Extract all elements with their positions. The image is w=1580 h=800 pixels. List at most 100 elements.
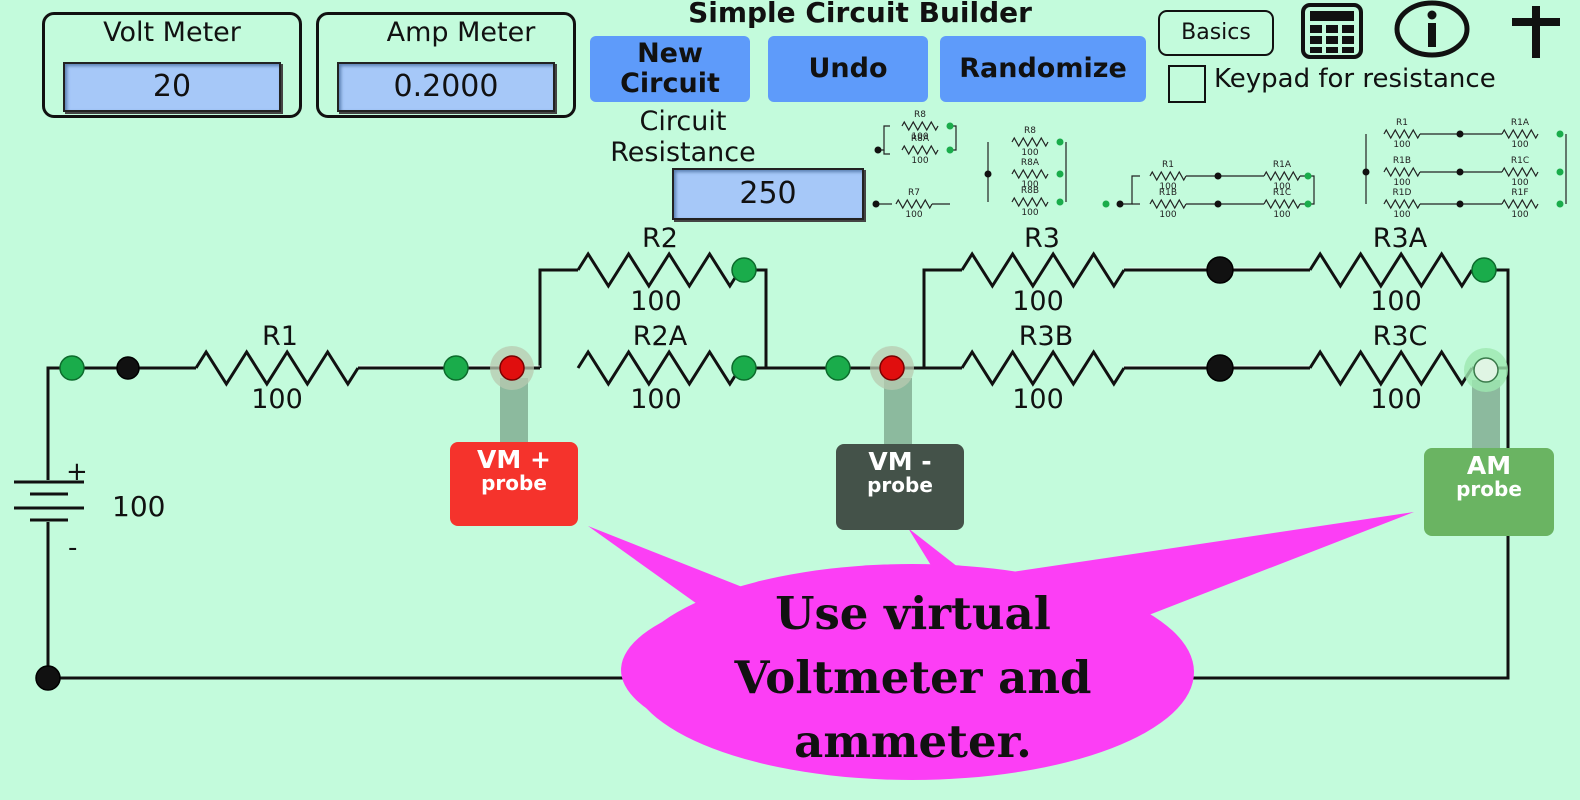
vm-plus-probe[interactable]: VM + probe (450, 442, 578, 526)
node-junction[interactable] (116, 356, 140, 380)
template-resistor-value: 100 (1021, 208, 1038, 218)
resistor-r1[interactable] (194, 349, 360, 387)
battery[interactable] (14, 480, 84, 522)
resistor-value-r3c[interactable]: 100 (1370, 384, 1422, 415)
template-palette: R8100R8A100R7100R8100R8A100R8B100R1100R1… (872, 110, 1567, 220)
template-resistor-value: 100 (1159, 182, 1176, 192)
vm-plus-probe-tip[interactable] (499, 355, 525, 381)
hint-text-line1: Use virtual (775, 587, 1051, 640)
hint-bubble-body (630, 564, 1194, 780)
resistor-r2[interactable] (576, 251, 742, 289)
new-circuit-button[interactable]: New Circuit (590, 36, 750, 102)
template-node (1362, 168, 1370, 176)
template-node (1116, 200, 1124, 208)
am-probe[interactable]: AM probe (1424, 448, 1554, 536)
template-resistor-value: 100 (1393, 210, 1410, 220)
randomize-button[interactable]: Randomize (940, 36, 1146, 102)
node-r2-junction[interactable] (825, 355, 851, 381)
node-junction[interactable] (1206, 354, 1234, 382)
node-battery-out[interactable] (59, 355, 85, 381)
calculator-keys (1310, 25, 1354, 53)
template-resistor-name: R1C (1273, 188, 1291, 198)
template-resistor-value: 100 (911, 156, 928, 166)
app-title: Simple Circuit Builder (688, 0, 1032, 29)
template-resistor-value: 100 (1021, 180, 1038, 190)
template-resistor-name: R1 (1396, 118, 1408, 128)
resistor-value-r3a[interactable]: 100 (1370, 286, 1422, 317)
plus-vertical (1532, 6, 1540, 58)
node-r3a-out[interactable] (1471, 257, 1497, 283)
resistor-r3c[interactable] (1308, 349, 1474, 387)
node-r2a-out[interactable] (731, 355, 757, 381)
resistor-r3b[interactable] (960, 349, 1126, 387)
template-node (1304, 172, 1312, 180)
template-resistor-value: 100 (1511, 178, 1528, 188)
template-resistor (1383, 198, 1421, 210)
template-node (1056, 170, 1064, 178)
calculator-display (1310, 11, 1354, 21)
resistor-r2a[interactable] (576, 349, 742, 387)
template-resistor-name: R1A (1273, 160, 1292, 170)
keypad-checkbox[interactable] (1168, 65, 1206, 103)
info-icon[interactable] (1392, 0, 1472, 60)
template-resistor-value: 100 (1393, 178, 1410, 188)
basics-button[interactable]: Basics (1158, 10, 1274, 56)
resistor-value-r3[interactable]: 100 (1012, 286, 1064, 317)
resistor-label-r3: R3 (1024, 223, 1060, 254)
wire-r2-left (538, 268, 578, 368)
template-resistor-value: 100 (1159, 210, 1176, 220)
template-node (1556, 200, 1564, 208)
template-resistor-name: R8 (1024, 126, 1036, 136)
template-node (1456, 130, 1464, 138)
resistor-r3[interactable] (960, 251, 1126, 289)
amp-meter-label: Amp Meter (386, 17, 536, 48)
node-bottom-left[interactable] (35, 665, 61, 691)
vm-minus-probe-title: VM - (868, 447, 932, 476)
amp-meter-value: 0.2000 (337, 62, 555, 112)
vm-minus-probe-tip[interactable] (879, 355, 905, 381)
node-group (35, 256, 1508, 691)
resistor-value-r2[interactable]: 100 (630, 286, 682, 317)
calculator-frame (1301, 3, 1363, 59)
template-resistor-name: R8B (1021, 186, 1039, 196)
circuit-resistance-label: Circuit Resistance (610, 106, 756, 168)
battery-value[interactable]: 100 (112, 490, 165, 523)
resistor-value-r2a[interactable]: 100 (630, 384, 682, 415)
template-resistor (1263, 170, 1301, 182)
calculator-icon[interactable] (1300, 2, 1364, 60)
node-junction[interactable] (1206, 256, 1234, 284)
plus-icon[interactable] (1508, 4, 1564, 60)
node-r1-out[interactable] (443, 355, 469, 381)
circuit-resistance-value: 250 (672, 168, 864, 220)
template-resistor-name: R1B (1159, 188, 1177, 198)
vm-minus-probe-subtitle: probe (867, 473, 933, 497)
resistor-label-r1: R1 (262, 321, 298, 352)
plus-horizontal (1512, 18, 1560, 26)
template-wire (1120, 175, 1140, 205)
battery-minus-label: - (68, 533, 77, 563)
template-resistor (1383, 166, 1421, 178)
am-probe-subtitle: probe (1456, 477, 1522, 501)
template-resistor-name: R8A (1021, 158, 1040, 168)
resistor-r3a[interactable] (1308, 251, 1474, 289)
template-node (1214, 200, 1222, 208)
vm-plus-probe-subtitle: probe (481, 471, 547, 495)
node-r2-out[interactable] (731, 257, 757, 283)
info-circle (1394, 0, 1470, 58)
wire-r3-left (922, 268, 962, 368)
template-resistor-value: 100 (1511, 140, 1528, 150)
resistor-value-r3b[interactable]: 100 (1012, 384, 1064, 415)
template-node (1556, 130, 1564, 138)
am-probe-tip[interactable] (1473, 357, 1499, 383)
undo-button[interactable]: Undo (768, 36, 928, 102)
template-resistor (1501, 128, 1539, 140)
template-node (1556, 168, 1564, 176)
template-resistor-value: 100 (1021, 148, 1038, 158)
resistor-value-r1[interactable]: 100 (251, 384, 303, 415)
vm-minus-probe[interactable]: VM - probe (836, 444, 964, 530)
